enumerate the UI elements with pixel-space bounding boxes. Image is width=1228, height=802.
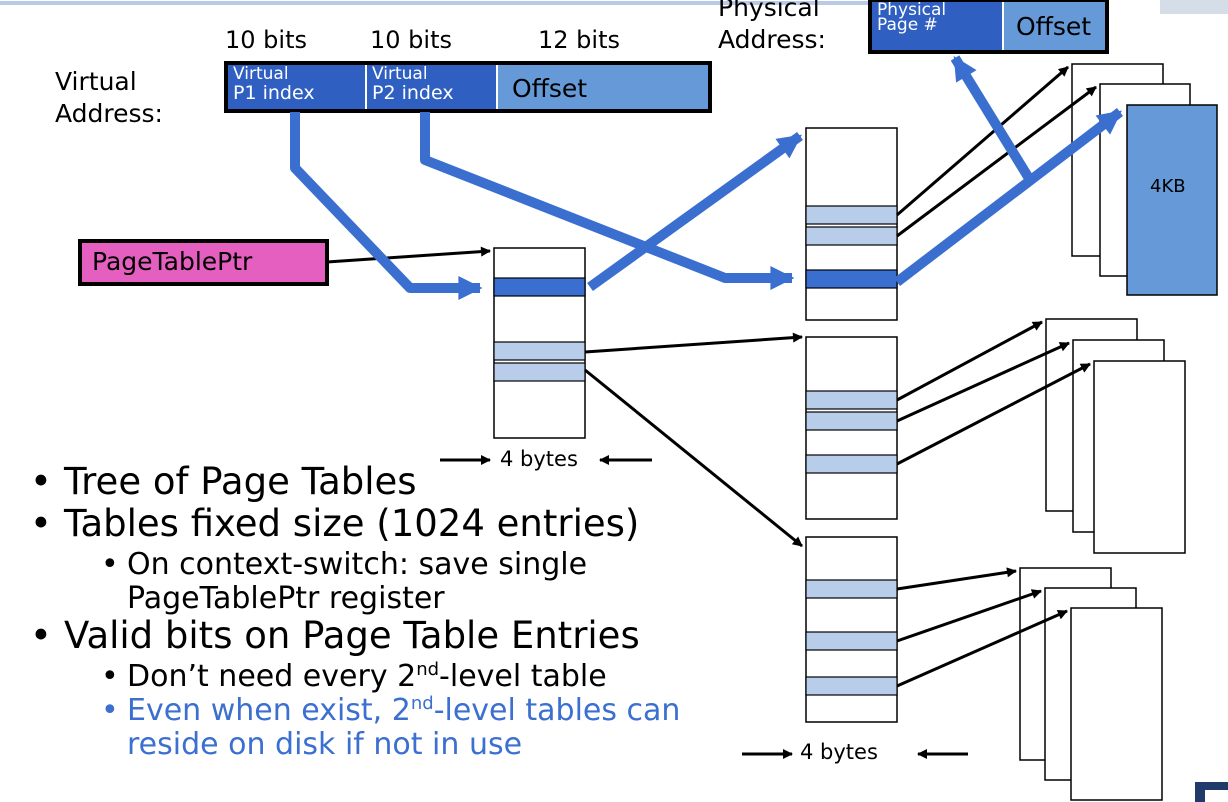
bullet-tree-of-page-tables: Tree of Page Tables — [30, 460, 750, 503]
p1-label-line1: Virtual — [233, 64, 289, 84]
level2-page-table-top — [805, 127, 898, 321]
virtual-address-label-line2: Address: — [55, 99, 163, 128]
page-size-label: 4KB — [1150, 176, 1186, 197]
physical-offset-field: Offset — [1004, 2, 1105, 50]
sub-bullet-text: Don’t need every 2 — [127, 659, 417, 694]
bullet-text: Valid bits on Page Table Entries — [64, 614, 640, 657]
superscript: nd — [416, 659, 440, 680]
virtual-p1-index-field: Virtual P1 index — [228, 65, 365, 109]
sub-bullet-dont-need: Don’t need every 2nd-level table — [30, 659, 750, 695]
pointer-arrows — [326, 65, 1097, 759]
physical-offset-label: Offset — [1016, 12, 1092, 41]
bits-label-p1: 10 bits — [225, 26, 307, 54]
sub-bullet-context-switch-cont: PageTablePtr register — [30, 582, 750, 616]
bits-label-p2: 10 bits — [370, 26, 452, 54]
physical-page-label-line2: Page # — [877, 15, 938, 35]
page-table-ptr-label: PageTablePtr — [92, 247, 253, 276]
virtual-address-label: Virtual Address: — [55, 66, 163, 130]
logo-fragment — [1195, 782, 1228, 802]
superscript: nd — [410, 693, 434, 714]
sub-bullet-context-switch: On context-switch: save single — [30, 547, 750, 583]
bits-label-offset: 12 bits — [538, 26, 620, 54]
sub-bullet-text: reside on disk if not in use — [127, 727, 523, 762]
bullet-text: Tree of Page Tables — [64, 460, 417, 503]
page-table-ptr-box — [78, 239, 329, 286]
bullet-text: Tables fixed size (1024 entries) — [64, 502, 640, 545]
virtual-offset-field: Offset — [498, 65, 708, 109]
sub-bullet-text: PageTablePtr register — [127, 581, 445, 616]
sub-bullet-reside-on-disk: Even when exist, 2nd-level tables can — [30, 693, 750, 729]
bullet-list: Tree of Page Tables Tables fixed size (1… — [30, 462, 750, 762]
bullet-valid-bits: Valid bits on Page Table Entries — [30, 614, 750, 657]
physical-page-label-line1: Physical — [877, 0, 947, 20]
p2-label-line1: Virtual — [372, 64, 428, 84]
sub-bullet-text: On context-switch: save single — [127, 547, 588, 582]
physical-address-label-line2: Address: — [718, 25, 826, 54]
sub-bullet-text: -level table — [439, 659, 607, 694]
entry-size-label-level2: 4 bytes — [800, 740, 878, 764]
physical-address-label: Physical Address: — [718, 0, 826, 56]
sub-bullet-text: -level tables can — [433, 693, 681, 728]
virtual-p2-index-field: Virtual P2 index — [367, 65, 496, 109]
sub-bullet-reside-on-disk-cont: reside on disk if not in use — [30, 728, 750, 762]
p2-label-line2: P2 index — [372, 82, 454, 104]
p1-label-line2: P1 index — [233, 82, 315, 104]
level1-page-table — [493, 247, 586, 439]
physical-address-label-line1: Physical — [718, 0, 820, 22]
level2-page-table-bottom — [805, 536, 898, 723]
virtual-address-label-line1: Virtual — [55, 67, 137, 96]
physical-pages-bottom — [1019, 567, 1163, 801]
bullet-tables-fixed-size: Tables fixed size (1024 entries) — [30, 502, 750, 545]
physical-page-number-field: Physical Page # — [872, 2, 1002, 50]
physical-pages-middle — [1045, 318, 1186, 554]
level2-page-table-middle — [805, 336, 898, 520]
translation-path-arrows — [290, 55, 1124, 300]
physical-pages-top — [1071, 63, 1218, 296]
virtual-offset-label: Offset — [512, 74, 588, 103]
sub-bullet-text: Even when exist, 2 — [127, 693, 411, 728]
